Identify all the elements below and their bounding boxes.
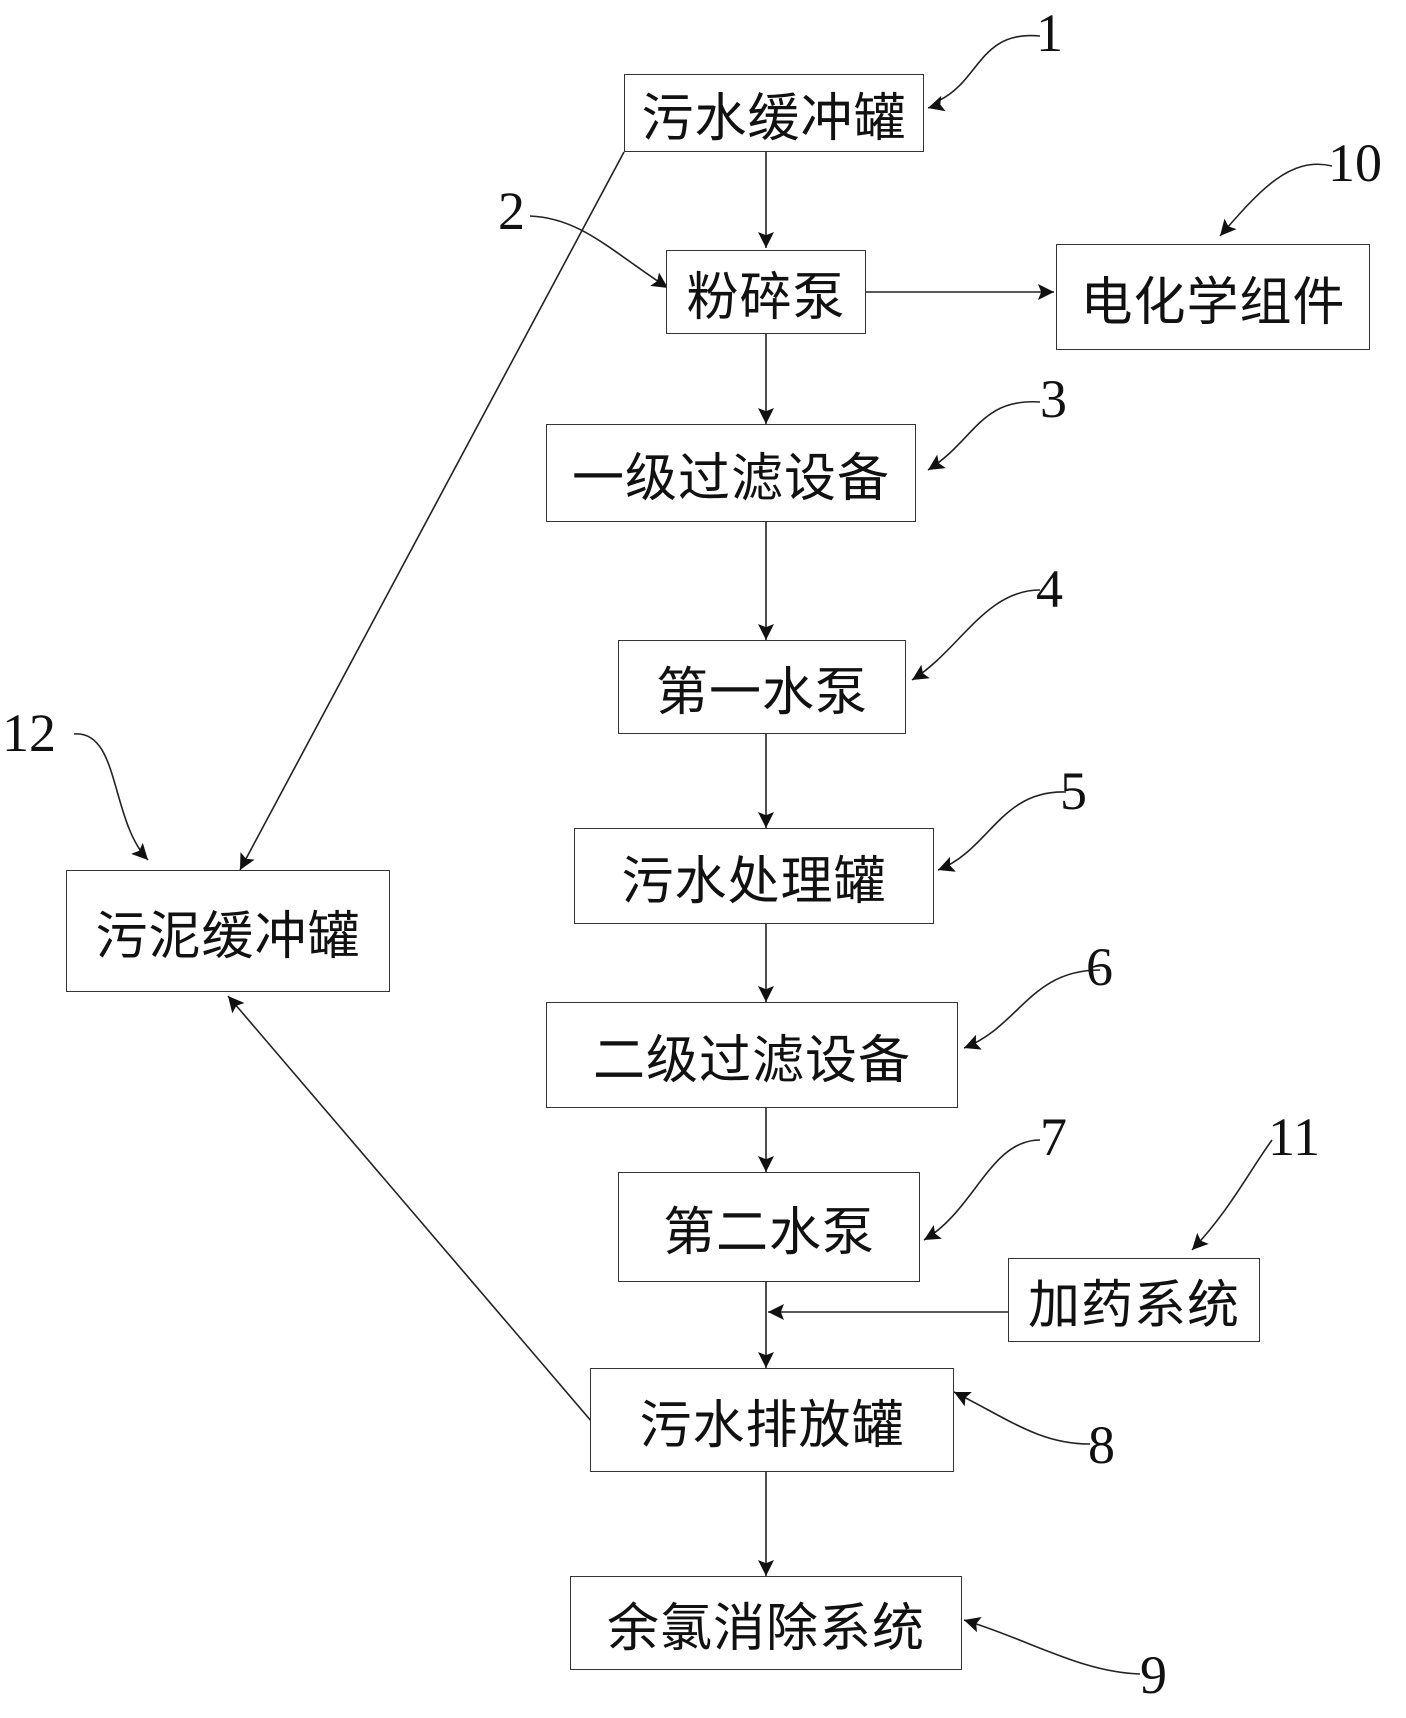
callout-4: 4 <box>1036 559 1063 619</box>
leader-8 <box>953 1391 1091 1445</box>
dosing-system-label: 加药系统 <box>1027 1275 1240 1336</box>
leader-7 <box>923 1139 1041 1241</box>
sludge-arrow-from-bottom <box>227 995 593 1423</box>
sewage-discharge-tank-label: 污水排放罐 <box>639 1395 905 1456</box>
primary-filter-box: 一级过滤设备 <box>546 424 916 522</box>
leader-11 <box>1191 1139 1273 1251</box>
sludge-arrow-from-top <box>239 151 625 871</box>
first-water-pump-box: 第一水泵 <box>618 640 906 734</box>
secondary-filter-label: 二级过滤设备 <box>592 1030 911 1091</box>
leader-2 <box>529 215 669 289</box>
callout-11: 11 <box>1268 1107 1320 1167</box>
leader-9 <box>963 1616 1141 1675</box>
sludge-buffer-tank-box: 污泥缓冲罐 <box>66 870 390 992</box>
callout-6: 6 <box>1086 937 1113 997</box>
secondary-filter-box: 二级过滤设备 <box>546 1002 958 1108</box>
electrochemical-assembly-box: 电化学组件 <box>1056 244 1370 350</box>
second-water-pump-box: 第二水泵 <box>618 1172 920 1282</box>
callout-5: 5 <box>1060 761 1087 821</box>
callout-9: 9 <box>1140 1645 1167 1705</box>
leader-12 <box>73 733 149 861</box>
electrochemical-assembly-label: 电化学组件 <box>1080 272 1346 333</box>
callout-2: 2 <box>498 181 525 241</box>
leader-10 <box>1219 163 1333 237</box>
leader-4 <box>911 589 1041 681</box>
leader-3 <box>927 401 1041 471</box>
callout-10: 10 <box>1328 133 1382 193</box>
residual-chlorine-system-label: 余氯消除系统 <box>606 1598 925 1659</box>
primary-filter-label: 一级过滤设备 <box>571 448 890 509</box>
sewage-buffer-tank-box: 污水缓冲罐 <box>624 74 924 152</box>
leader-6 <box>963 969 1101 1050</box>
sewage-treatment-tank-label: 污水处理罐 <box>621 851 887 912</box>
leader-1 <box>927 34 1041 112</box>
crushing-pump-label: 粉碎泵 <box>686 267 846 328</box>
second-water-pump-label: 第二水泵 <box>662 1202 875 1263</box>
sewage-treatment-tank-box: 污水处理罐 <box>574 828 934 924</box>
callout-3: 3 <box>1040 369 1067 429</box>
sewage-discharge-tank-box: 污水排放罐 <box>590 1368 954 1472</box>
callout-8: 8 <box>1088 1415 1115 1475</box>
dosing-system-box: 加药系统 <box>1008 1258 1260 1342</box>
first-water-pump-label: 第一水泵 <box>655 662 868 723</box>
residual-chlorine-system-box: 余氯消除系统 <box>570 1576 962 1670</box>
crushing-pump-box: 粉碎泵 <box>666 250 866 334</box>
sludge-buffer-tank-label: 污泥缓冲罐 <box>95 906 361 967</box>
callout-1: 1 <box>1036 3 1063 63</box>
leader-5 <box>937 791 1067 872</box>
sewage-buffer-tank-label: 污水缓冲罐 <box>641 88 907 149</box>
callout-7: 7 <box>1040 1107 1067 1167</box>
callout-12: 12 <box>2 703 56 763</box>
